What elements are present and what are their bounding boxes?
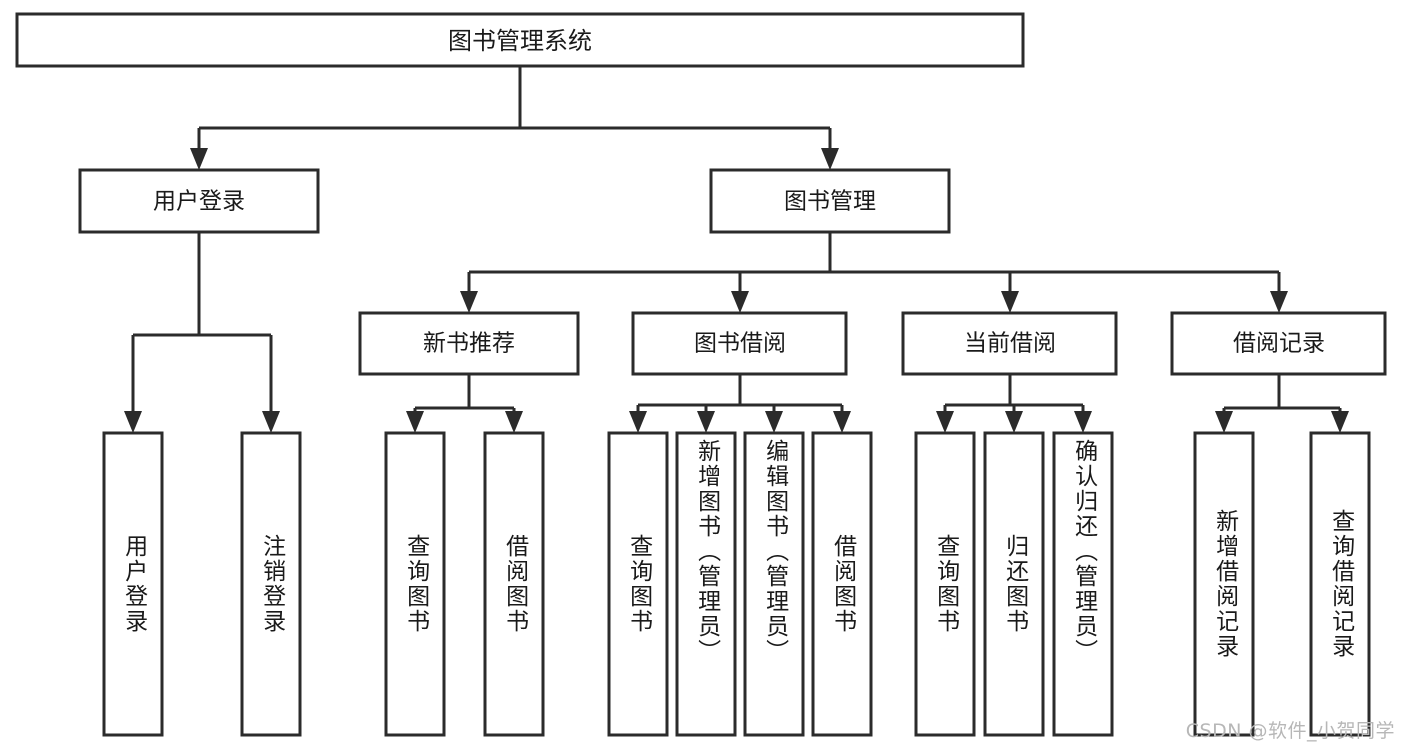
leaf-rect-query-record[interactable]	[1309, 431, 1371, 737]
connector-root-to-level2	[190, 66, 839, 170]
leaf-rect-edit-book[interactable]	[743, 431, 805, 737]
connector-bookborrow-to-leaves	[629, 374, 851, 433]
connector-borrowrecord-to-leaves	[1215, 374, 1349, 433]
node-borrow-record-label: 借阅记录	[1233, 331, 1325, 357]
leaf-user-login-group	[102, 431, 302, 737]
connector-newbook-to-leaves	[406, 374, 523, 433]
node-current-borrow-label: 当前借阅	[964, 331, 1056, 357]
node-book-management[interactable]: 图书管理	[709, 168, 951, 234]
node-new-book-recommend[interactable]: 新书推荐	[358, 311, 580, 376]
leaf-rect-add-book[interactable]	[675, 431, 737, 737]
leaf-rect-confirm-return[interactable]	[1052, 431, 1114, 737]
leaf-rect-return-book[interactable]	[983, 431, 1045, 737]
connector-currentborrow-to-leaves	[936, 374, 1092, 433]
leaf-rect-borrow-book-2[interactable]	[811, 431, 873, 737]
node-user-login[interactable]: 用户登录	[78, 168, 320, 234]
leaf-rect-query-book-2[interactable]	[607, 431, 669, 737]
leaf-borrow-record-group	[1193, 431, 1371, 737]
leaf-current-borrow-group	[914, 431, 1114, 737]
connector-bookmgmt-to-level3	[460, 232, 1288, 313]
leaf-book-borrow-group	[607, 431, 873, 737]
node-book-borrow[interactable]: 图书借阅	[631, 311, 848, 376]
node-current-borrow[interactable]: 当前借阅	[901, 311, 1118, 376]
node-new-book-recommend-label: 新书推荐	[423, 331, 515, 357]
leaf-rect-logout[interactable]	[240, 431, 302, 737]
watermark-text: CSDN @软件_小贺同学	[1185, 720, 1395, 742]
leaf-new-book-group	[384, 431, 545, 737]
node-book-management-label: 图书管理	[784, 189, 876, 215]
node-user-login-label: 用户登录	[153, 189, 245, 215]
leaf-rect-query-book-3[interactable]	[914, 431, 976, 737]
connector-userlogin-to-leaves	[124, 232, 280, 433]
leaf-rect-borrow-book-1[interactable]	[483, 431, 545, 737]
leaf-rect-add-record[interactable]	[1193, 431, 1255, 737]
node-borrow-record[interactable]: 借阅记录	[1170, 311, 1387, 376]
node-root-label: 图书管理系统	[448, 27, 592, 55]
leaf-rect-user-login[interactable]	[102, 431, 164, 737]
node-root[interactable]: 图书管理系统	[15, 12, 1025, 68]
leaf-rect-query-book-1[interactable]	[384, 431, 446, 737]
node-book-borrow-label: 图书借阅	[694, 331, 786, 357]
